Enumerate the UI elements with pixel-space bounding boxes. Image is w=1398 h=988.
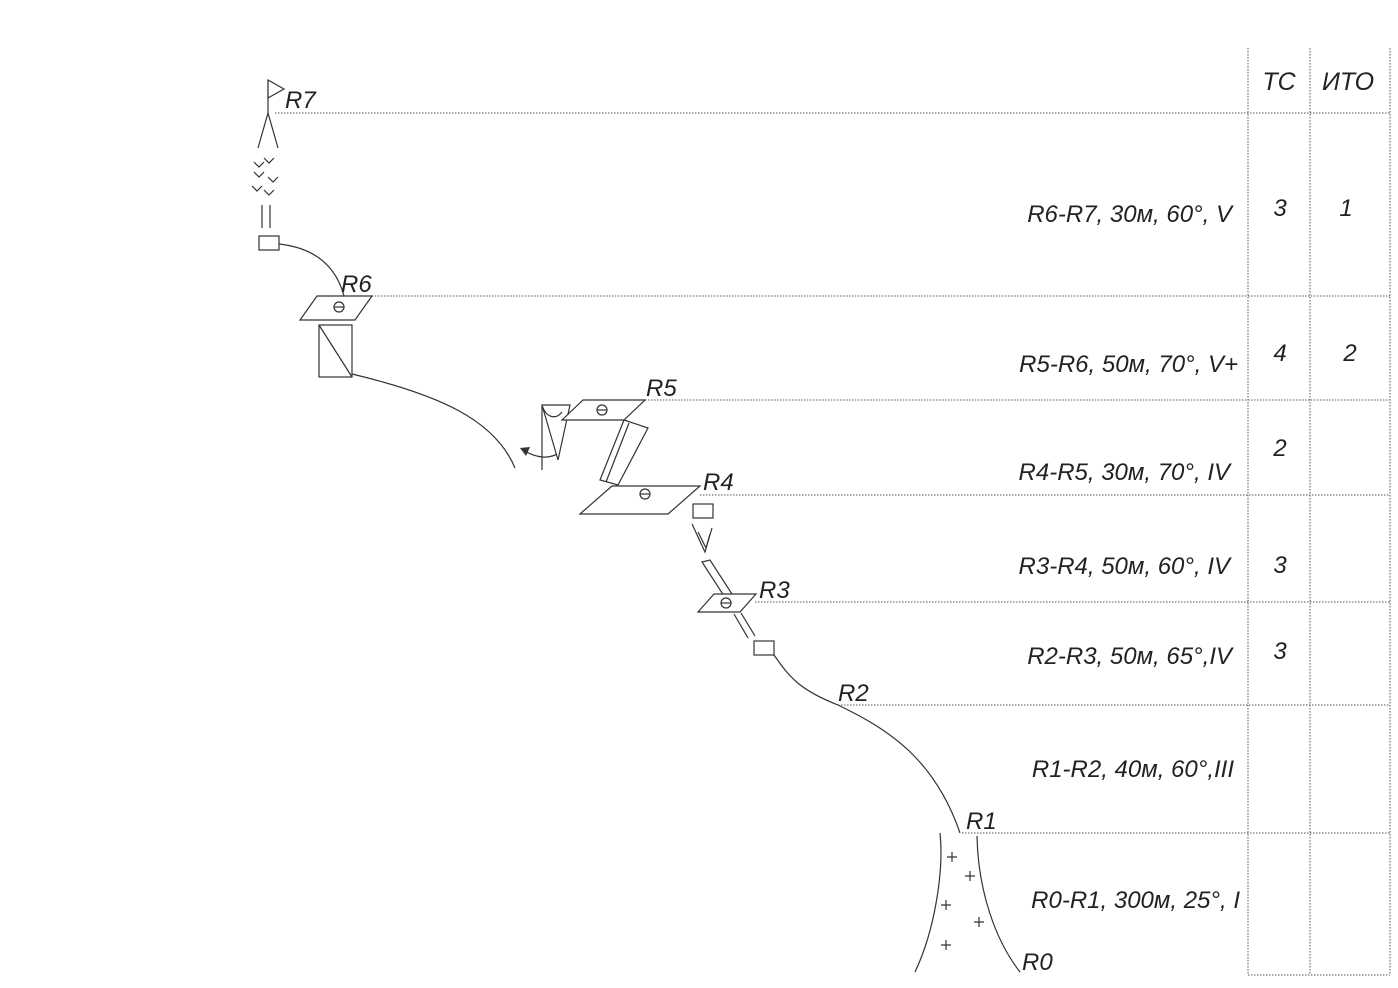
route-r5-r6-rope [351, 373, 516, 469]
point-label-r2: R2 [838, 680, 869, 707]
segment-label-r3-r4: R3-R4, 50м, 60°, IV [1019, 553, 1232, 580]
summit-flag-icon [267, 78, 286, 113]
segment-label-r2-r3: R2-R3, 50м, 65°,IV [1027, 643, 1234, 670]
station-r3 [696, 593, 775, 656]
tc-value-r4-r5: 2 [1272, 435, 1286, 462]
segment-label-r0-r1: R0-R1, 300м, 25°, I [1031, 887, 1240, 914]
tc-value-r6-r7: 3 [1273, 195, 1287, 222]
column-header-tc: ТС [1262, 68, 1296, 96]
piton-icon [720, 597, 732, 609]
point-label-r7: R7 [285, 87, 317, 114]
segment-label-r4-r5: R4-R5, 30м, 70°, IV [1019, 459, 1232, 486]
station-r6 [298, 295, 374, 378]
belay-box-icon [258, 235, 280, 251]
ito-value-r6-r7: 1 [1339, 195, 1352, 222]
tc-value-r2-r3: 3 [1273, 638, 1287, 665]
route-r6-r7 [251, 112, 345, 297]
table-grid [275, 48, 1391, 976]
segment-label-r5-r6: R5-R6, 50м, 70°, V+ [1019, 351, 1238, 378]
point-label-r5: R5 [646, 375, 677, 402]
tent-icon [541, 404, 571, 470]
belay-box-icon [753, 640, 775, 656]
piton-icon [596, 404, 608, 416]
tc-value-r3-r4: 3 [1273, 552, 1287, 579]
ito-value-r5-r6: 2 [1342, 340, 1356, 367]
ledge-r6 [298, 295, 374, 321]
tc-value-r5-r6: 4 [1273, 340, 1286, 367]
couloir-r0-r1 [914, 832, 1021, 973]
ledge-r4 [578, 485, 702, 515]
point-label-r6: R6 [341, 271, 372, 298]
segment-label-r6-r7: R6-R7, 30м, 60°, V [1027, 201, 1234, 228]
point-label-r3: R3 [759, 577, 790, 604]
slab-r4-r5 [599, 419, 649, 486]
route-r3-r4 [691, 523, 733, 597]
point-label-r4: R4 [703, 469, 734, 496]
direction-arrow-icon [520, 447, 561, 458]
route-r1-r3-rope [773, 654, 961, 834]
piton-icon [333, 301, 345, 313]
segment-label-r1-r2: R1-R2, 40м, 60°,III [1032, 756, 1234, 783]
piton-icon [639, 488, 651, 500]
station-r5 [560, 399, 647, 421]
scree-marks [941, 852, 984, 950]
point-label-r1: R1 [966, 808, 997, 835]
belay-box-icon [692, 503, 714, 519]
column-header-ito: ИТО [1322, 68, 1374, 96]
point-label-r0: R0 [1022, 949, 1053, 976]
station-r4 [578, 485, 714, 519]
